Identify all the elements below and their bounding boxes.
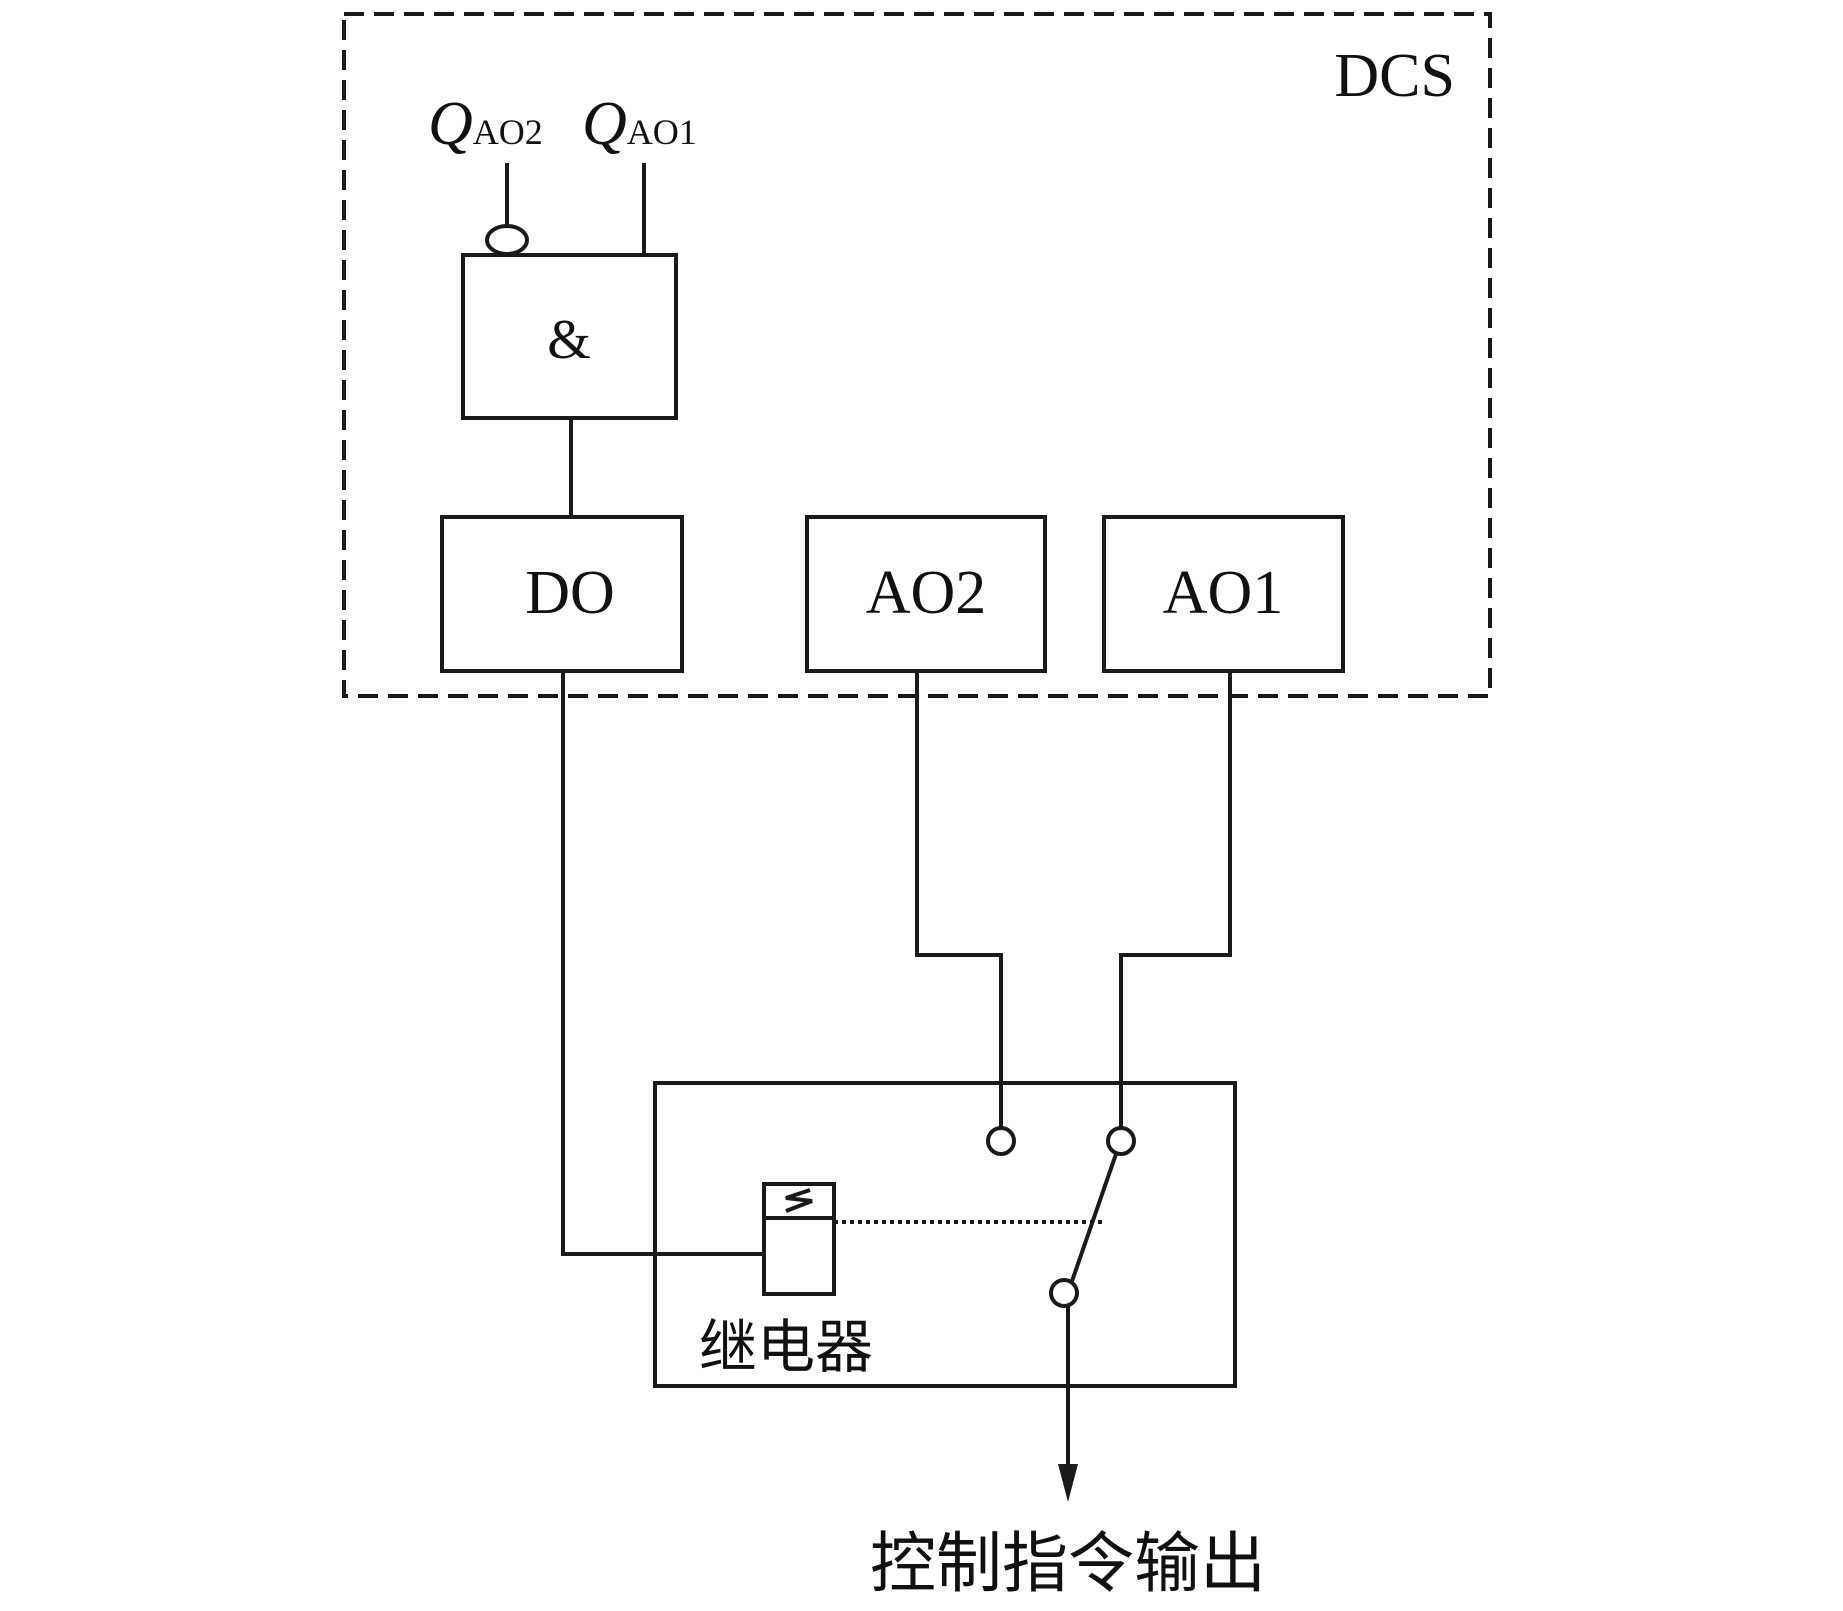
ao1-module-label: AO1 — [1163, 559, 1284, 627]
input-subscript-ao1: AO1 — [627, 112, 697, 152]
inversion-bubble — [485, 224, 529, 256]
switch-blade — [1068, 1151, 1119, 1287]
input-label-qao2: QAO2 — [428, 90, 543, 158]
switch-pivot — [1049, 1278, 1079, 1308]
ao1-module — [1102, 515, 1345, 673]
input-subscript-ao2: AO2 — [473, 112, 543, 152]
contact-terminal-ao1 — [1106, 1126, 1136, 1156]
ao2-to-contact-wire — [915, 669, 1003, 1129]
relay-label: 继电器 — [699, 1313, 873, 1381]
do-to-relay-wire — [561, 669, 766, 1256]
contact-terminal-ao2 — [986, 1126, 1016, 1156]
output-arrow-icon — [1058, 1464, 1078, 1502]
relay-coil — [762, 1182, 836, 1296]
relay-coil-icon — [785, 1188, 813, 1213]
relay-enclosure — [653, 1081, 1237, 1388]
do-module-label: DO — [525, 559, 615, 627]
ao2-module — [805, 515, 1047, 673]
input-label-qao1: QAO1 — [582, 90, 697, 158]
and-gate-label: & — [547, 309, 591, 371]
input-symbol-qao1: Q — [582, 90, 627, 158]
ao2-module-label: AO2 — [866, 559, 987, 627]
input-symbol-qao2: Q — [428, 90, 473, 158]
dcs-label: DCS — [1334, 42, 1455, 110]
output-label: 控制指令输出 — [870, 1525, 1266, 1602]
ao1-to-contact-wire — [1119, 669, 1232, 1129]
